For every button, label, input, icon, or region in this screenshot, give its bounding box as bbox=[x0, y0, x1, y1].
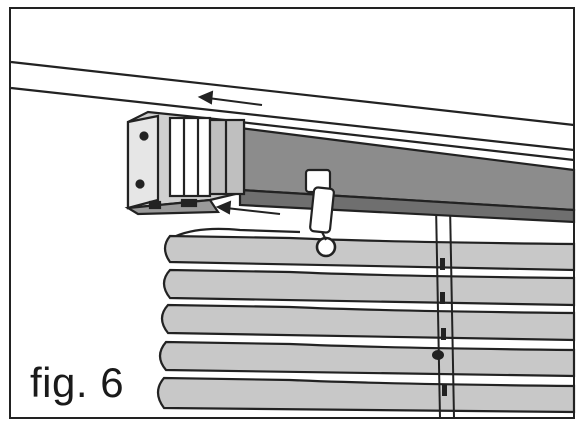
slat bbox=[156, 376, 576, 414]
slat bbox=[158, 340, 576, 378]
blind-slats bbox=[156, 227, 576, 414]
ceiling-lines bbox=[10, 60, 575, 152]
slat bbox=[160, 303, 576, 342]
cord-holes bbox=[432, 258, 447, 396]
end-cap-bracket bbox=[124, 110, 246, 216]
figure-label: fig. 6 bbox=[30, 359, 125, 406]
arrow-left-icon bbox=[197, 90, 263, 106]
slat bbox=[162, 268, 576, 307]
ladder-cord bbox=[435, 204, 455, 419]
tilt-wand-hook bbox=[304, 168, 337, 258]
arrow-left-icon bbox=[215, 200, 281, 215]
